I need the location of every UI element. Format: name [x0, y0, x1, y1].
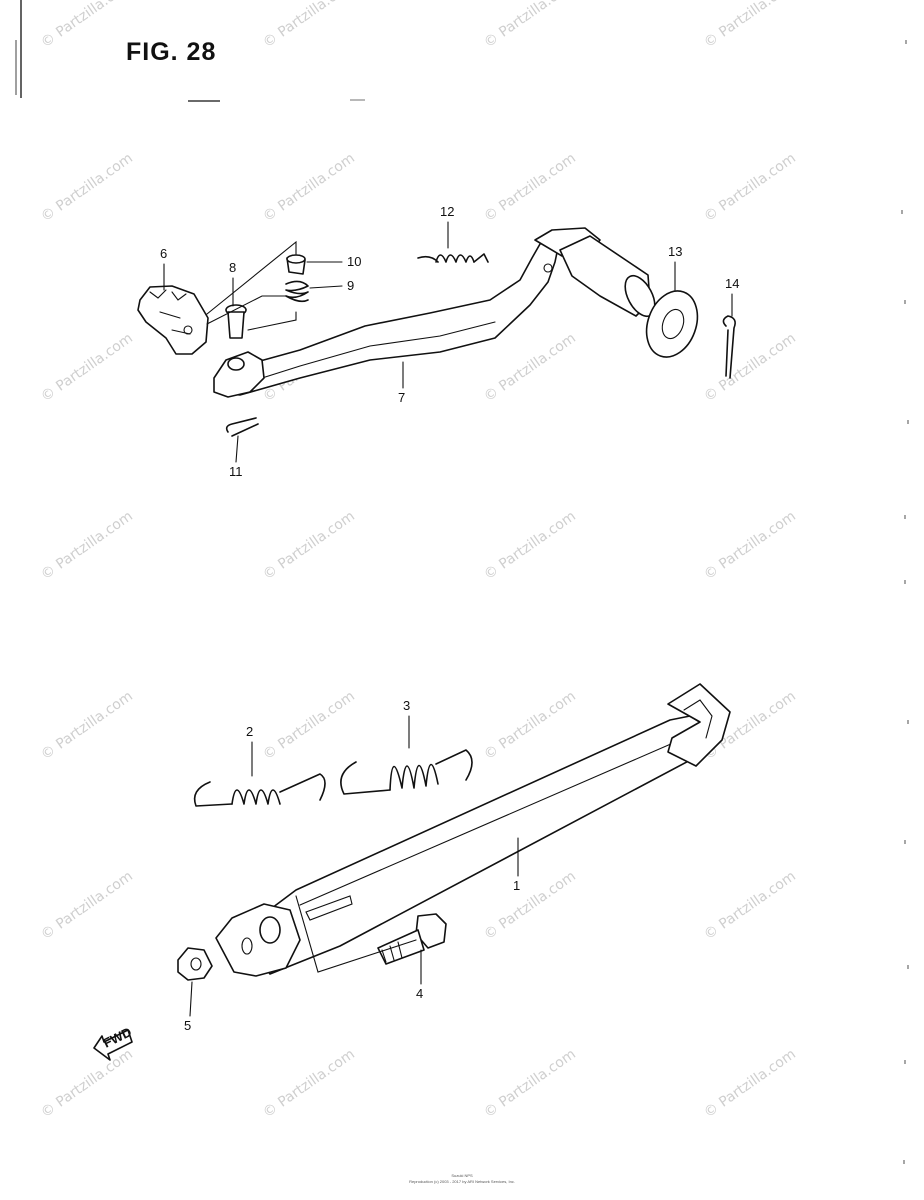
watermark-grid: © Partzilla.com © Partzilla.com © Partzi…	[38, 0, 799, 1121]
watermark: © Partzilla.com	[38, 330, 136, 405]
bolt-part-4	[377, 913, 447, 965]
watermark: © Partzilla.com	[38, 1046, 136, 1121]
spring-part-2	[193, 773, 326, 807]
cotter-pin-part-14	[722, 315, 736, 379]
watermark: © Partzilla.com	[481, 150, 579, 225]
callouts: 6 8 10 9 12 13 14 7 11 2 3 1 4	[160, 204, 739, 1033]
clevis-pin	[225, 304, 247, 339]
watermark: © Partzilla.com	[481, 0, 579, 51]
cotter-pin-part-11	[225, 417, 259, 437]
bolt-guide-line	[295, 895, 417, 973]
callout-8: 8	[229, 260, 236, 275]
footer-line-1: Suzuki NPS	[451, 1173, 473, 1178]
watermark: © Partzilla.com	[701, 508, 799, 583]
callout-9: 9	[347, 278, 354, 293]
watermark: © Partzilla.com	[701, 330, 799, 405]
pedal-tip	[137, 285, 209, 355]
side-stand-bar	[215, 683, 731, 977]
spring-part-3	[340, 749, 473, 795]
watermark: © Partzilla.com	[38, 508, 136, 583]
watermark: © Partzilla.com	[701, 1046, 799, 1121]
callout-2: 2	[246, 724, 253, 739]
watermark: © Partzilla.com	[701, 150, 799, 225]
cap-part-10	[286, 254, 306, 275]
watermark: © Partzilla.com	[260, 150, 358, 225]
callout-6: 6	[160, 246, 167, 261]
callout-4: 4	[416, 986, 423, 1001]
callout-10: 10	[347, 254, 361, 269]
spring-part-9	[285, 280, 309, 303]
nut-part-5	[177, 947, 213, 981]
watermark: © Partzilla.com	[260, 0, 358, 51]
callout-11: 11	[229, 464, 243, 479]
callout-13: 13	[668, 244, 682, 259]
watermark: © Partzilla.com	[260, 688, 358, 763]
watermark: © Partzilla.com	[260, 1046, 358, 1121]
callout-5: 5	[184, 1018, 191, 1033]
callout-7: 7	[398, 390, 405, 405]
watermark: © Partzilla.com	[38, 868, 136, 943]
left-border	[15, 0, 22, 98]
right-edge-dots	[901, 40, 909, 1164]
callout-12: 12	[440, 204, 454, 219]
figure-title: FIG. 28	[126, 38, 217, 66]
return-spring-part-12	[417, 253, 489, 263]
watermark: © Partzilla.com	[701, 868, 799, 943]
watermark: © Partzilla.com	[481, 688, 579, 763]
washer-part-13	[645, 290, 699, 358]
watermark: © Partzilla.com	[701, 0, 799, 51]
watermark: © Partzilla.com	[38, 688, 136, 763]
watermark: © Partzilla.com	[38, 0, 136, 51]
footer-line-2: Reproduction (c) 2003 - 2017 by ARI Netw…	[409, 1179, 515, 1184]
watermark: © Partzilla.com	[260, 508, 358, 583]
watermark: © Partzilla.com	[38, 150, 136, 225]
brake-pedal-arm	[213, 227, 656, 398]
watermark: © Partzilla.com	[481, 868, 579, 943]
watermark: © Partzilla.com	[481, 1046, 579, 1121]
callout-3: 3	[403, 698, 410, 713]
watermark: © Partzilla.com	[481, 330, 579, 405]
assembly-guides	[206, 240, 297, 331]
watermark: © Partzilla.com	[481, 508, 579, 583]
callout-14: 14	[725, 276, 739, 291]
callout-1: 1	[513, 878, 520, 893]
